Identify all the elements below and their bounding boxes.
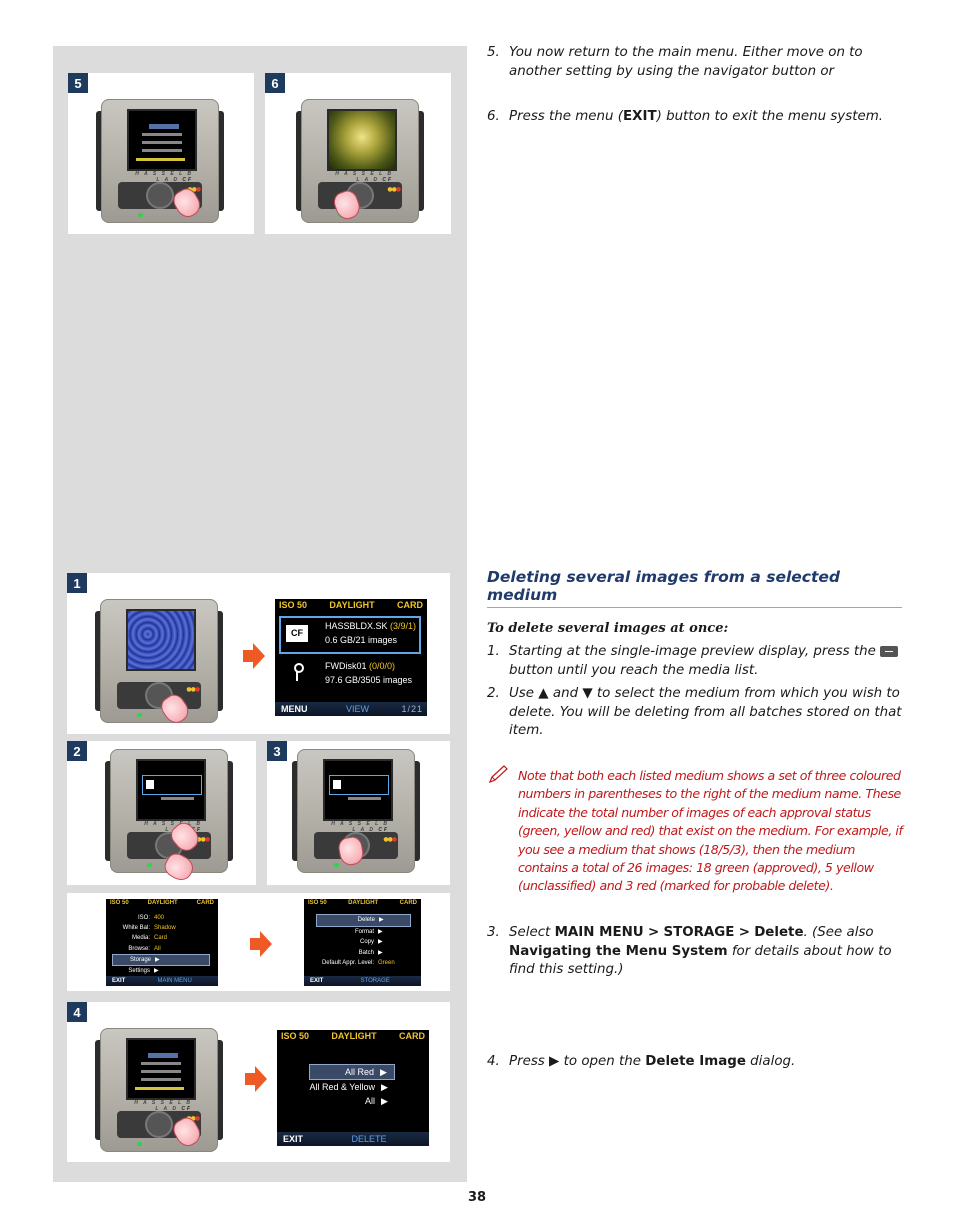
cf-card-icon: CF [286, 625, 308, 642]
figure-panel-top: 5 H A S S E L B L A D CF ●●● 6 H A [53, 46, 467, 554]
arrow-right-icon [250, 931, 272, 957]
figure-card-3: 3 H A S S E L B L A D CF ●●● [267, 741, 450, 885]
note-text: Note that both each listed medium shows … [518, 768, 903, 894]
delete-step-3: 3. Select MAIN MENU > STORAGE > Delete. … [487, 925, 892, 977]
figure-card-2: 2 H A S S E L B L A D CF ●●● [67, 741, 256, 885]
instruction-step-5: 5. You now return to the main menu. Eith… [487, 45, 863, 79]
down-arrow-icon: ▼ [582, 686, 593, 701]
firewire-icon [289, 663, 305, 683]
delete-step-4: 4. Press ▶ to open the Delete Image dial… [487, 1054, 796, 1069]
minus-button-icon [880, 645, 899, 657]
instruction-step-6: 6. Press the menu (EXIT) button to exit … [487, 109, 883, 124]
arrow-right-icon [243, 643, 265, 669]
section-subheading: To delete several images at once: [487, 621, 729, 636]
pencil-note-icon [488, 765, 508, 784]
step-badge: 2 [67, 741, 87, 761]
delete-step-2: 2. Use ▲ and ▼ to select the medium from… [487, 686, 902, 738]
right-arrow-icon: ▶ [549, 1054, 560, 1069]
step-badge: 3 [267, 741, 287, 761]
step-badge: 5 [68, 73, 88, 93]
step-badge: 1 [67, 573, 87, 593]
delete-step-1: 1. Starting at the single-image preview … [487, 643, 907, 680]
camera-back-illustration: H A S S E L B L A D CF ●●● [105, 749, 233, 873]
arrow-right-icon [245, 1066, 267, 1092]
page-number: 38 [467, 1190, 487, 1205]
camera-back-illustration: ●●● [95, 599, 223, 723]
camera-back-illustration: H A S S E L B L A D CF ●●● [296, 99, 424, 223]
step-badge: 4 [67, 1002, 87, 1022]
figure-card-5: 5 H A S S E L B L A D CF ●●● [68, 73, 254, 234]
section-heading: Deleting several images from a selected … [487, 568, 902, 608]
figure-card-6: 6 H A S S E L B L A D CF ●●● [265, 73, 451, 234]
camera-back-illustration: H A S S E L B L A D CF ●●● [96, 99, 224, 223]
up-arrow-icon: ▲ [538, 686, 549, 701]
step-badge: 6 [265, 73, 285, 93]
figure-card-4: 4 H A S S E L B L A D CF ●●● ISO 50DAYLI… [67, 1002, 450, 1162]
